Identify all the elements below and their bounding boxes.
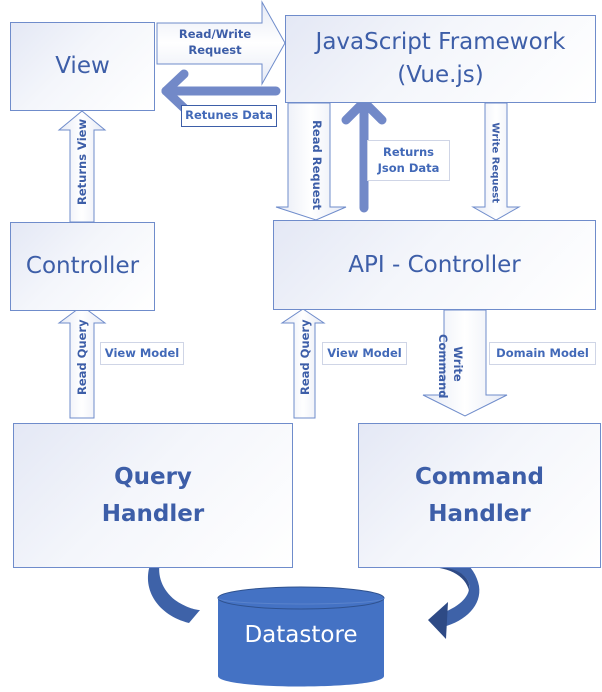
framework-box: JavaScript Framework (Vue.js): [285, 15, 596, 103]
framework-label-line1: JavaScript Framework: [315, 29, 566, 56]
returns-json-line2: Json Data: [377, 160, 440, 175]
write-request-arrow: [471, 102, 521, 221]
returns-json-line1: Returns: [382, 144, 435, 159]
datastore-label: Datastore: [244, 622, 358, 648]
domain-model-text: Domain Model: [496, 345, 589, 360]
view-box: View: [10, 22, 155, 111]
query-handler-label-line2: Handler: [101, 500, 205, 527]
view-model-left-text: View Model: [104, 345, 180, 360]
controller-label: Controller: [25, 253, 140, 280]
returns-view-arrow: [57, 110, 107, 223]
read-write-request-label: Read/Write Request: [165, 26, 265, 58]
read-query-mid-arrow: [280, 308, 326, 419]
returns-data-tag: Retunes Data: [181, 105, 277, 127]
write-command-line2: Command: [436, 334, 450, 399]
api-controller-box: API - Controller: [273, 220, 596, 310]
read-write-request-line2: Request: [188, 43, 242, 58]
write-command-line1: Write: [450, 346, 465, 382]
datastore-to-query-curved-arrow: [147, 540, 200, 623]
read-write-request-arrow: [156, 0, 286, 86]
write-request-label: Write Request: [489, 122, 501, 204]
api-controller-label: API - Controller: [348, 251, 521, 278]
write-command-arrow: [422, 309, 508, 417]
read-query-left-arrow: [57, 305, 107, 419]
query-handler-box: Query Handler: [13, 423, 293, 568]
returns-data-thick-arrow: [161, 69, 281, 113]
read-request-arrow: [275, 102, 347, 221]
read-query-mid-label: Read Query: [298, 319, 312, 395]
read-query-left-label: Read Query: [75, 319, 89, 395]
datastore-cylinder: [217, 586, 385, 687]
query-handler-label-line1: Query: [114, 463, 192, 490]
command-handler-box: Command Handler: [358, 423, 601, 568]
domain-model-tag: Domain Model: [489, 342, 596, 365]
view-label: View: [55, 53, 110, 80]
view-model-mid-text: View Model: [327, 345, 402, 360]
read-write-request-line1: Read/Write: [178, 27, 252, 41]
command-handler-label-line2: Handler: [428, 500, 531, 527]
read-request-label: Read Request: [310, 120, 324, 210]
returns-data-text: Retunes Data: [185, 108, 273, 123]
returns-json-thick-arrow: [341, 97, 387, 213]
command-handler-label-line1: Command: [415, 463, 544, 490]
command-curved-arrowhead: [428, 602, 448, 639]
view-model-mid-tag: View Model: [322, 342, 407, 365]
view-model-left-tag: View Model: [100, 342, 184, 365]
returns-view-label: Returns View: [75, 118, 89, 205]
controller-box: Controller: [10, 222, 155, 311]
framework-label-line2: (Vue.js): [397, 62, 484, 88]
returns-json-tag: Returns Json Data: [367, 140, 450, 181]
write-command-label: Write Command: [416, 334, 484, 399]
command-curved-arrow-shade: [430, 566, 470, 598]
